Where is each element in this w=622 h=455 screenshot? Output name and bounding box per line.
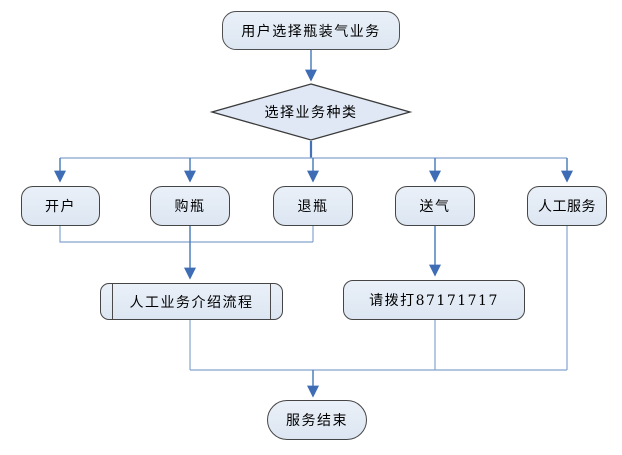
node-buy-bottle: 购瓶 — [150, 186, 230, 226]
node-decision: 选择业务种类 — [212, 84, 410, 140]
node-open-account-label: 开户 — [45, 199, 76, 215]
node-buy-bottle-label: 购瓶 — [174, 199, 206, 215]
node-call-number: 请拨打87171717 — [343, 280, 525, 320]
node-decision-label: 选择业务种类 — [264, 105, 358, 121]
node-start-label: 用户选择瓶装气业务 — [241, 23, 381, 40]
connector-open-account-merge — [59, 226, 313, 243]
decision-diamond-shape — [209, 83, 413, 141]
node-end-label: 服务结束 — [286, 413, 348, 429]
node-end: 服务结束 — [267, 400, 367, 440]
node-open-account: 开户 — [21, 186, 100, 226]
node-deliver-gas-label: 送气 — [419, 199, 451, 215]
node-manual-service-label: 人工服务 — [538, 199, 596, 215]
node-return-bottle: 退瓶 — [273, 186, 353, 226]
node-manual-intro: 人工业务介绍流程 — [100, 283, 283, 320]
node-call-number-label: 请拨打87171717 — [369, 293, 499, 309]
node-start: 用户选择瓶装气业务 — [222, 11, 400, 50]
node-return-bottle-label: 退瓶 — [297, 199, 329, 215]
node-manual-intro-label: 人工业务介绍流程 — [129, 294, 254, 311]
node-deliver-gas: 送气 — [395, 186, 475, 226]
node-manual-service: 人工服务 — [527, 186, 607, 226]
